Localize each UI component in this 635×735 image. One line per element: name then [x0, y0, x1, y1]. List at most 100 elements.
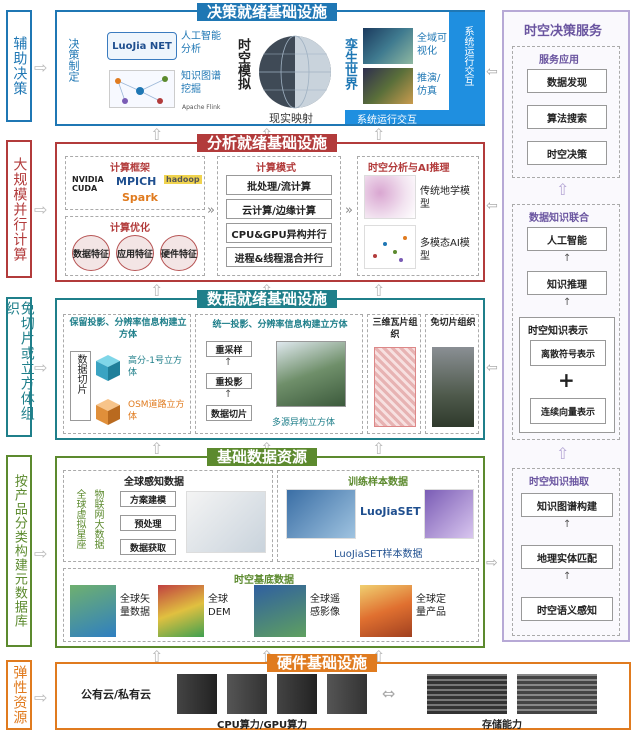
sidebar-label: 大规模并行计算: [11, 156, 28, 262]
service-item: 时空决策: [527, 141, 607, 165]
opt-pill: 硬件特征: [160, 235, 198, 271]
twin-world-label: 孪生世界: [342, 38, 357, 90]
satellite-image: [363, 28, 413, 64]
satellite-image: [363, 68, 413, 104]
compute-framework-box: 计算框架 NVIDIA CUDA MPICH hadoop Spark: [65, 156, 205, 210]
full-domain-vis-label: 全域可视化: [417, 33, 447, 57]
arrow-icon: ⇨: [34, 58, 48, 77]
network-graph-icon: [115, 76, 168, 104]
system-interaction-bar: [345, 110, 449, 124]
chevron-right-icon: »: [345, 203, 353, 218]
up-arrow-icon: ⇧: [150, 125, 164, 144]
cube-icon: [92, 351, 124, 383]
sidebar-elastic: 弹性资源: [6, 660, 32, 730]
up-arrow-icon: ⇧: [150, 281, 164, 300]
map-image: [158, 585, 204, 637]
extract-item: 知识图谱构建: [521, 493, 613, 517]
arrow-icon: ⇨: [34, 688, 48, 707]
section-title: 免切片组织: [430, 318, 476, 328]
decision-making-label: 决策制定: [67, 38, 80, 82]
server-image: [177, 674, 217, 714]
iot-data-label: 物联网大数据: [92, 489, 103, 549]
hadoop-logo: hadoop: [164, 175, 202, 184]
mode-item: 进程&线程混合并行: [226, 247, 332, 267]
compute-mode-box: 计算模式 批处理/流计算 云计算/边缘计算 CPU&GPU异构并行 进程&线程混…: [217, 156, 341, 276]
knowledge-mining-label: 知识图谱挖掘: [181, 71, 221, 95]
right-arrow-icon: ⇨: [486, 555, 498, 571]
up-arrow-icon: ⇧: [372, 125, 386, 144]
storage-label: 存储能力: [482, 720, 522, 731]
layer-title: 决策就绪基础设施: [197, 3, 338, 21]
sample-image: [424, 489, 474, 539]
system-interaction-strip: [449, 12, 485, 124]
city-image: [432, 347, 474, 427]
step-box: 方案建模: [120, 491, 176, 507]
graph-image: [109, 70, 175, 108]
arrow-icon: ⇨: [34, 200, 48, 219]
sidebar-label: 辅助决策: [11, 36, 28, 96]
flink-label: Apache Flink: [182, 104, 221, 111]
step-box: 预处理: [120, 515, 176, 531]
right-panel: 时空决策服务 服务应用 数据发现 算法搜索 时空决策 ⇧ 数据知识联合 人工智能…: [502, 10, 630, 642]
section-title: 统一投影、分辨率信息构建立方体: [212, 320, 348, 330]
layer-title: 基础数据资源: [207, 448, 318, 466]
service-item: 数据发现: [527, 69, 607, 93]
extract-box: 时空知识抽取 知识图谱构建 ↑ 地理实体匹配 ↑ 时空语义感知: [512, 468, 620, 636]
up-arrow-icon: ↑: [563, 519, 572, 530]
training-caption: LuoJiaSET样本数据: [334, 549, 423, 560]
layer-title: 硬件基础设施: [267, 654, 378, 672]
base-data-box: 时空基底数据 全球矢量数据 全球DEM 全球遥感影像 全球定量产品: [63, 568, 479, 642]
layer-title: 分析就绪基础设施: [197, 134, 338, 152]
storage-image: [427, 674, 507, 714]
section-title: 服务应用: [539, 55, 579, 66]
arrow-icon: ⇨: [34, 544, 48, 563]
section-title: 训练样本数据: [348, 477, 408, 488]
base-label: 全球DEM: [208, 594, 231, 618]
section-title: 时空分析与AI推理: [368, 163, 450, 174]
up-arrow-icon: ⇧: [556, 444, 570, 463]
extract-item: 地理实体匹配: [521, 545, 613, 569]
chevron-right-icon: »: [207, 203, 215, 218]
base-label: 全球遥感影像: [310, 594, 340, 618]
section-title: 数据知识联合: [529, 213, 589, 224]
base-label: 全球定量产品: [416, 594, 446, 618]
globe-image: [255, 32, 335, 112]
analysis-layer: 分析就绪基础设施 计算框架 NVIDIA CUDA MPICH hadoop S…: [55, 134, 485, 282]
map-image: [254, 585, 306, 637]
slice-label: 数据切片: [70, 351, 91, 421]
arrow-icon: ⇨: [34, 358, 48, 377]
mode-item: CPU&GPU异构并行: [226, 223, 332, 243]
reality-mapping-label: 现实映射: [269, 112, 313, 125]
sidebar-metadata: 按产品分类构建元数据库: [6, 455, 32, 647]
model-label: 传统地学模型: [420, 186, 470, 210]
cube-icon: [92, 395, 124, 427]
up-arrow-icon: ↑: [563, 253, 572, 264]
cube-label: 高分-1号立方体: [128, 356, 182, 378]
free-section: 免切片组织: [425, 314, 479, 434]
sidebar-cube: 免切片或立方体组织: [4, 297, 35, 437]
section-title: 全球感知数据: [124, 477, 184, 488]
decision-layer: 决策就绪基础设施 决策制定 LuoJia NET Apache Flink 人工…: [55, 3, 485, 126]
opt-pill: 数据特征: [72, 235, 110, 271]
up-arrow-icon: ⇧: [150, 647, 164, 666]
virtual-constellation-label: 全球虚拟星座: [74, 489, 85, 549]
model-image: [364, 225, 416, 269]
section-title: 保留投影、分辨率信息构建立方体: [69, 318, 187, 340]
satellite-icon: [186, 491, 266, 553]
spatio-ai-box: 时空分析与AI推理 传统地学模型 多模态AI模型: [357, 156, 479, 276]
section-title: 时空知识抽取: [529, 477, 589, 488]
mode-item: 批处理/流计算: [226, 175, 332, 195]
union-item: 人工智能: [527, 227, 607, 251]
section-title: 三维瓦片组织: [372, 318, 418, 340]
service-item: 算法搜索: [527, 105, 607, 129]
up-arrow-icon: ↑: [563, 571, 572, 582]
scatter-icon: [373, 236, 407, 262]
ai-analysis-label: 人工智能分析: [181, 31, 221, 55]
cube-label: OSM道路立方体: [128, 400, 185, 422]
sidebar-label: 弹性资源: [11, 665, 28, 725]
base-label: 全球矢量数据: [120, 594, 150, 618]
model-image: [364, 175, 416, 219]
up-arrow-icon: ⇧: [372, 439, 386, 458]
result-label: 多源异构立方体: [272, 418, 336, 428]
sidebar-decision: 辅助决策: [6, 10, 32, 122]
